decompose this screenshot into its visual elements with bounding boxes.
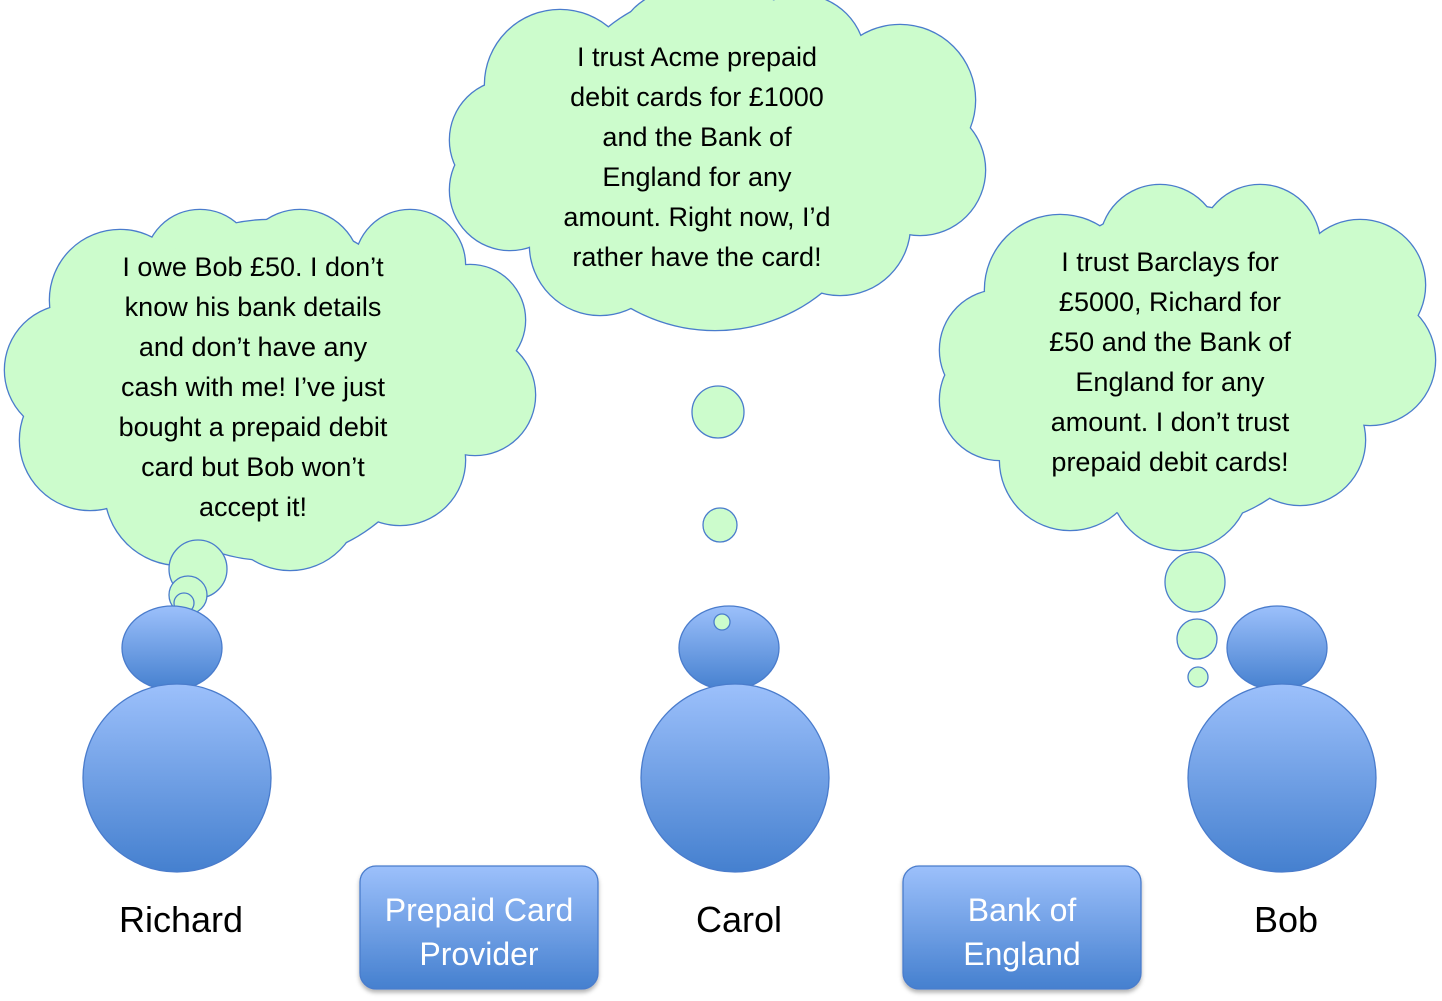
thought-text-line: £50 and the Bank of [1049, 327, 1291, 357]
cloud-lobe [450, 80, 570, 200]
person-body [1187, 683, 1377, 873]
institution-bank-of-england: Bank of England [902, 865, 1142, 990]
thought-text-line: know his bank details [125, 292, 382, 322]
thought-cloud-bob: I trust Barclays for £5000, Richard for £5… [938, 183, 1437, 552]
thought-bubbles-richard [168, 539, 228, 615]
thought-bubble-small [713, 613, 731, 631]
cloud-lobe [545, 0, 885, 330]
thought-text-line: and don’t have any [139, 332, 368, 362]
thought-bubbles-bob [1164, 551, 1226, 688]
thought-bubbles-carol [691, 385, 745, 543]
thought-text-line: England for any [602, 162, 792, 192]
institution-label-line: Provider [419, 936, 539, 972]
thought-text-line: I trust Barclays for [1061, 247, 1279, 277]
thought-text-line: prepaid debit cards! [1051, 447, 1288, 477]
cloud-lobe [1020, 205, 1340, 525]
institution-label-line: Bank of [968, 892, 1077, 928]
person-head [1226, 605, 1328, 691]
thought-text-line: and the Bank of [602, 122, 792, 152]
thought-text-line: cash with me! I’ve just [121, 372, 386, 402]
cloud-lobe [100, 220, 440, 560]
thought-text-line: card but Bob won’t [141, 452, 365, 482]
institution-label-line: Prepaid Card [385, 892, 574, 928]
thought-text-line: £5000, Richard for [1059, 287, 1281, 317]
thought-text-line: rather have the card! [572, 242, 821, 272]
person-name-richard: Richard [119, 899, 243, 940]
person-body [640, 683, 830, 873]
institution-label-line: England [963, 936, 1080, 972]
thought-text-line: I owe Bob £50. I don’t [122, 252, 384, 282]
thought-text-line: amount. I don’t trust [1051, 407, 1290, 437]
thought-text-line: I trust Acme prepaid [577, 42, 817, 72]
person-head [121, 605, 223, 691]
person-richard [82, 605, 272, 873]
person-name-bob: Bob [1254, 899, 1318, 940]
thought-cloud-carol: I trust Acme prepaid debit cards for £100… [448, 0, 987, 332]
thought-text-line: bought a prepaid debit [119, 412, 388, 442]
thought-text-line: England for any [1075, 367, 1265, 397]
person-name-carol: Carol [696, 899, 782, 940]
person-carol [640, 605, 830, 873]
person-bob [1187, 605, 1377, 873]
institution-prepaid-card-provider: Prepaid Card Provider [359, 865, 599, 990]
thought-cloud-richard: I owe Bob £50. I don’t know his bank deta… [3, 208, 537, 572]
thought-text-line: amount. Right now, I’d [563, 202, 830, 232]
person-body [82, 683, 272, 873]
thought-text-line: accept it! [199, 492, 307, 522]
thought-text-line: debit cards for £1000 [570, 82, 824, 112]
